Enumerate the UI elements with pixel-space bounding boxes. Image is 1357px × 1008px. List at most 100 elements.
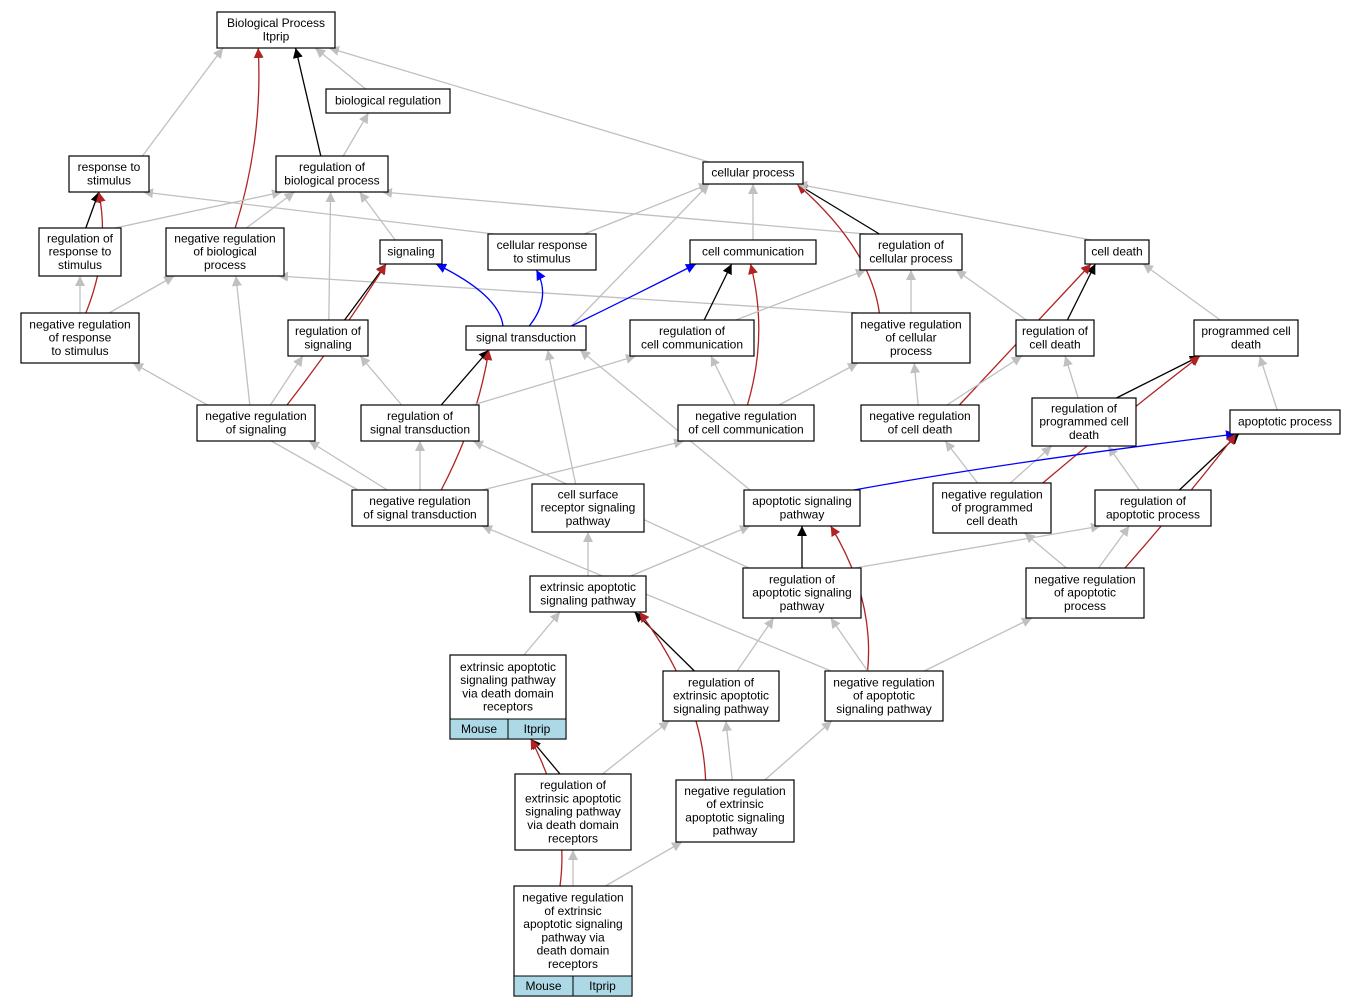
node-label-line: of response	[49, 331, 112, 345]
edge-asp-to-ap	[853, 430, 1237, 491]
node-label-line: stimulus	[58, 258, 102, 272]
edge-csrsp-to-st	[544, 349, 577, 485]
node-label-line: regulation of	[769, 572, 836, 586]
node-cp[interactable]: cellular process	[702, 161, 804, 185]
node-label-line: receptor signaling	[541, 501, 636, 515]
node-box	[514, 773, 632, 851]
node-label-line: extrinsic apoptotic	[460, 660, 556, 674]
node-label-line: pathway	[566, 514, 611, 528]
node-label-line: of apoptotic	[1054, 586, 1116, 600]
node-label-line: regulation of	[299, 160, 366, 174]
node-box	[1229, 409, 1341, 435]
node-label-line: negative regulation	[174, 231, 275, 245]
node-label-line: apoptotic process	[1106, 507, 1200, 521]
node-label-line: negative regulation	[684, 784, 785, 798]
node-label-line: of apoptotic	[853, 689, 915, 703]
edge-rcc-to-cc	[703, 263, 733, 321]
node-label-line: of programmed	[951, 501, 1032, 515]
edge-easpdd-to-easp	[523, 611, 561, 656]
edge-nrcd-to-rcd	[946, 355, 1023, 406]
node-label-line: cell death	[966, 514, 1017, 528]
edge-rst-to-st	[440, 349, 490, 406]
node-label-line: pathway via	[541, 930, 605, 944]
edge-rsig-to-rbp	[325, 191, 336, 321]
node-box	[165, 227, 285, 277]
node-box	[196, 404, 316, 442]
node-breg[interactable]: biological regulation	[325, 88, 451, 114]
node-label-line: cell surface	[558, 487, 619, 501]
tag-label: Itprip	[589, 979, 616, 993]
node-box	[487, 233, 597, 271]
edge-rst-to-rcc	[472, 354, 637, 406]
node-sig[interactable]: signaling	[379, 239, 443, 265]
node-box	[662, 670, 780, 722]
node-label-line: apoptotic process	[1238, 415, 1332, 429]
node-cc[interactable]: cell communication	[689, 239, 817, 265]
edge-nrst-to-nrcc	[481, 438, 685, 491]
node-label-line: process	[1064, 599, 1106, 613]
node-st[interactable]: signal transduction	[465, 325, 587, 351]
node-box	[216, 11, 336, 49]
edges-layer	[75, 46, 1278, 887]
node-label-line: Itprip	[263, 29, 290, 43]
node-label-line: biological process	[284, 173, 379, 187]
edge-reaspdd-to-reasp	[602, 720, 670, 775]
annotation-tag-itprip[interactable]: Itprip	[572, 975, 633, 997]
node-label-line: negative regulation	[941, 487, 1042, 501]
node-cd[interactable]: cell death	[1084, 239, 1150, 265]
edge-rbp-to-breg	[342, 112, 369, 157]
node-label-line: of signal transduction	[363, 507, 476, 521]
edge-nrpcd-to-rpcd	[1009, 445, 1053, 484]
node-label-line: pathway	[780, 507, 825, 521]
node-ap[interactable]: apoptotic process	[1229, 409, 1341, 435]
node-box	[68, 155, 150, 193]
node-label-line: regulation of	[878, 238, 945, 252]
edge-breg-to-bp	[314, 47, 367, 90]
node-label-line: stimulus	[87, 173, 131, 187]
node-label-line: response to	[49, 245, 112, 259]
node-label-line: cell communication	[641, 337, 743, 351]
node-label-line: negative regulation	[860, 317, 961, 331]
annotation-tag-mouse[interactable]: Mouse	[513, 975, 574, 997]
node-label-line: signaling pathway	[540, 593, 635, 607]
annotation-tag-mouse[interactable]: Mouse	[449, 718, 509, 740]
edge-rcp-to-rbp	[381, 187, 867, 235]
node-label-line: pathway	[780, 599, 825, 613]
annotation-tag-itprip[interactable]: Itprip	[507, 718, 567, 740]
edge-ap-to-pcd	[1257, 355, 1278, 411]
node-label-line: negative regulation	[29, 317, 130, 331]
node-label-line: response to	[78, 160, 141, 174]
